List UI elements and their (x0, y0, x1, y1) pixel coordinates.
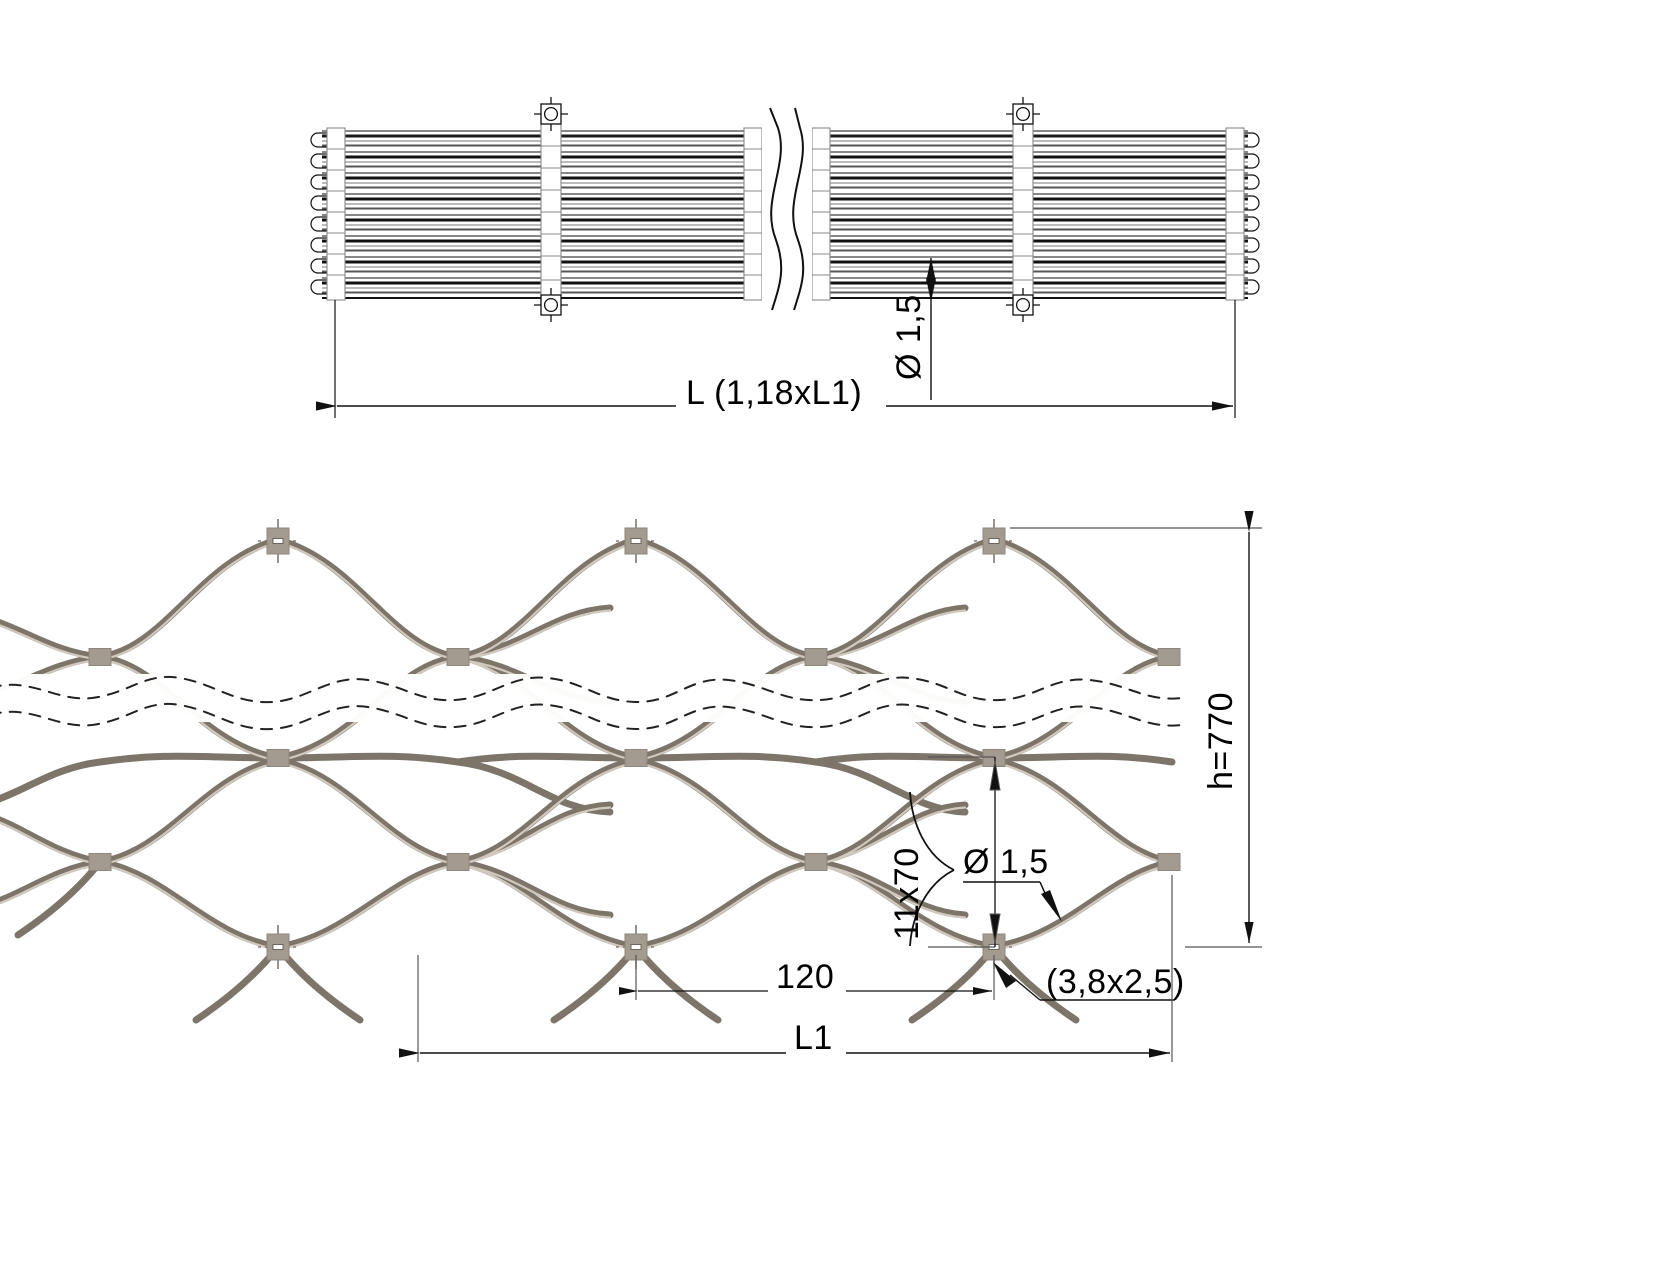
rope-strand (454, 752, 969, 816)
mesh-rope-highlights (0, 541, 1174, 951)
break-bar-left (743, 127, 763, 301)
mesh-height-label-bg (1206, 660, 1242, 790)
ferrule (266, 749, 290, 767)
mesh-pitch-label-bg (768, 963, 846, 993)
length-dimension-label: L (1,18xL1) (686, 374, 862, 412)
panel-length-label: L1 (794, 1019, 833, 1057)
end-bar-left (326, 127, 346, 301)
length-label-bg (676, 378, 886, 412)
rope-strand (192, 943, 282, 1024)
break-gap (762, 126, 812, 302)
bolt-icon (533, 96, 569, 132)
ferrule (624, 749, 648, 767)
mesh-pattern-view: h=770 11x70 Ø 1,5 (0, 511, 1262, 1062)
mesh-break-mask (0, 674, 1190, 722)
mesh-rows-dimension-lines (928, 756, 1001, 948)
rope-end-loops-left (310, 132, 327, 295)
panel-length-label-bg (786, 1024, 846, 1054)
ferrule-callout-label: (3,8x2,5) (1046, 963, 1185, 1001)
rope-strand (274, 943, 364, 1024)
break-bar-right (811, 127, 831, 301)
mesh-height-label: h=770 (1202, 692, 1240, 790)
rope-strand (454, 756, 969, 919)
rope-diameter-top-label: Ø 1,5 (890, 294, 928, 380)
ferrule (804, 853, 828, 871)
mesh-rows-label: 11x70 (888, 847, 926, 940)
rope-diameter-front-label: Ø 1,5 (963, 843, 1049, 881)
clamp-bar-2 (1005, 96, 1041, 323)
end-bar-right (1225, 127, 1245, 301)
rope-strand (0, 752, 614, 816)
rope-strand (908, 943, 998, 1024)
mesh-break-lines (0, 675, 1183, 731)
rope-strand (632, 943, 722, 1024)
ferrule (804, 648, 828, 666)
bolt-icon (1005, 96, 1041, 132)
rope-end-loops-right (1243, 132, 1260, 295)
rope-diameter-top-leader (926, 258, 936, 400)
mesh-rows-parenthesis (909, 791, 955, 947)
ferrule (446, 648, 470, 666)
ferrule (1157, 648, 1181, 666)
break-line-symbol (769, 107, 805, 311)
mesh-pitch-label: 120 (776, 958, 834, 996)
mesh-height-dimension-lines (1010, 511, 1262, 948)
ferrule (446, 853, 470, 871)
clamp-bar-1 (533, 96, 569, 323)
mesh-ferrules (88, 518, 1181, 970)
rope-strand (550, 943, 640, 1024)
rope-diameter-front-leader (963, 881, 1062, 922)
ferrule-callout-leader (993, 962, 1175, 1001)
ferrule (88, 853, 112, 871)
ferrule (1157, 853, 1181, 871)
ferrule (88, 648, 112, 666)
top-elevation-view: Ø 1,5 L (1,18xL1) (310, 96, 1260, 418)
rope-strand (454, 801, 969, 951)
